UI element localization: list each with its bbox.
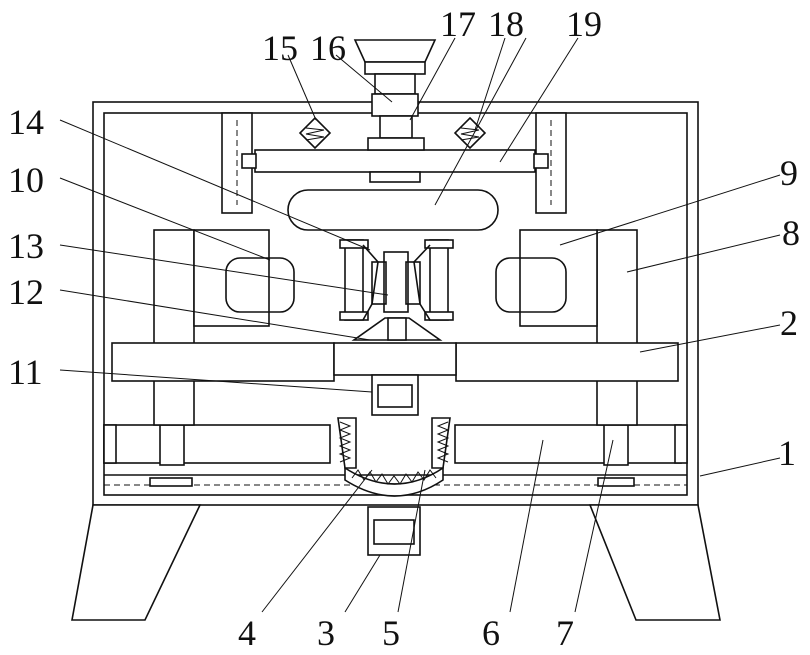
- label-12: 12: [8, 272, 44, 312]
- label-9: 9: [780, 153, 798, 193]
- label-7: 7: [556, 613, 574, 650]
- label-11: 11: [8, 352, 43, 392]
- label-2: 2: [780, 303, 798, 343]
- label-3: 3: [317, 613, 335, 650]
- beam-motor: [372, 375, 418, 415]
- label-5: 5: [382, 613, 400, 650]
- label-1: 1: [778, 433, 796, 473]
- label-4: 4: [238, 613, 256, 650]
- top-crossbar: [242, 150, 548, 172]
- label-16: 16: [310, 28, 346, 68]
- label-18: 18: [488, 4, 524, 44]
- label-10: 10: [8, 160, 44, 200]
- label-15: 15: [262, 28, 298, 68]
- label-13: 13: [8, 226, 44, 266]
- label-19: 19: [566, 4, 602, 44]
- label-14: 14: [8, 102, 44, 142]
- label-6: 6: [482, 613, 500, 650]
- bottom-motor: [368, 507, 420, 555]
- label-17: 17: [440, 4, 476, 44]
- label-8: 8: [782, 213, 800, 253]
